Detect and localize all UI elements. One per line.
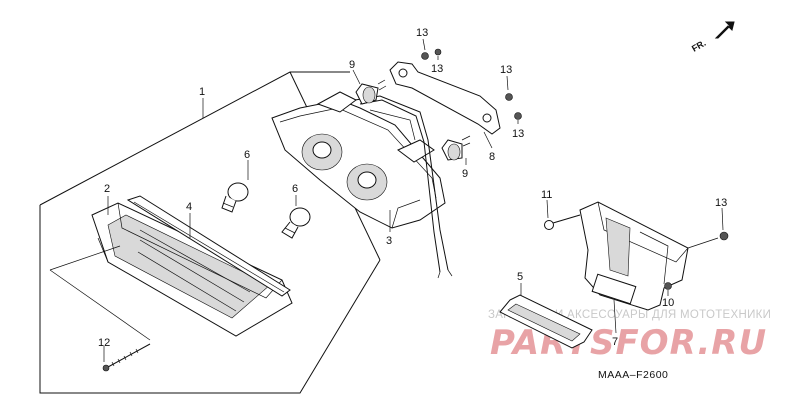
nut-10 [664, 282, 672, 290]
callout-3: 3 [386, 235, 392, 247]
callout-11: 11 [541, 189, 552, 201]
tail-lens [91, 202, 293, 337]
license-bracket-7 [579, 201, 689, 311]
front-label: FR. [690, 38, 708, 54]
callout-labels: 1 2 3 4 5 6 6 7 8 9 9 10 11 12 13 13 13 … [98, 27, 727, 349]
callout-5: 5 [517, 271, 523, 283]
callout-13d: 13 [512, 128, 524, 140]
light-housing [271, 91, 446, 229]
screw-12 [102, 343, 151, 372]
socket-9a [355, 79, 387, 105]
callout-6a: 6 [244, 149, 250, 161]
bulb-6b [281, 207, 311, 239]
bulb-6a [221, 182, 249, 213]
callout-13e: 13 [715, 197, 727, 209]
diagram-code: MAAA–F2600 [598, 369, 668, 381]
watermark-brand: PARTSFOR.RU [490, 323, 767, 363]
callout-9a: 9 [349, 59, 355, 71]
callout-2: 2 [104, 183, 110, 195]
callout-13c: 13 [500, 64, 512, 76]
callout-8: 8 [489, 151, 495, 163]
callout-13a: 13 [416, 27, 428, 39]
nut-13a [421, 52, 429, 60]
bolt-11 [544, 214, 581, 230]
callout-12: 12 [98, 337, 110, 349]
stay-plate-8 [389, 61, 501, 135]
callout-7: 7 [612, 336, 618, 348]
callout-6b: 6 [292, 183, 298, 195]
nut-13d [514, 112, 522, 120]
callout-4: 4 [186, 201, 192, 213]
callout-1: 1 [199, 86, 205, 98]
reflector-5 [499, 294, 593, 349]
callout-10: 10 [662, 297, 674, 309]
nut-13e [687, 231, 729, 249]
callout-9b: 9 [462, 168, 468, 180]
nut-13b [434, 48, 442, 56]
socket-9b [441, 135, 471, 161]
nut-13c [505, 93, 513, 101]
callout-13b: 13 [431, 63, 443, 75]
front-arrow-icon: FR. [690, 21, 735, 54]
lens-gasket [126, 195, 291, 297]
